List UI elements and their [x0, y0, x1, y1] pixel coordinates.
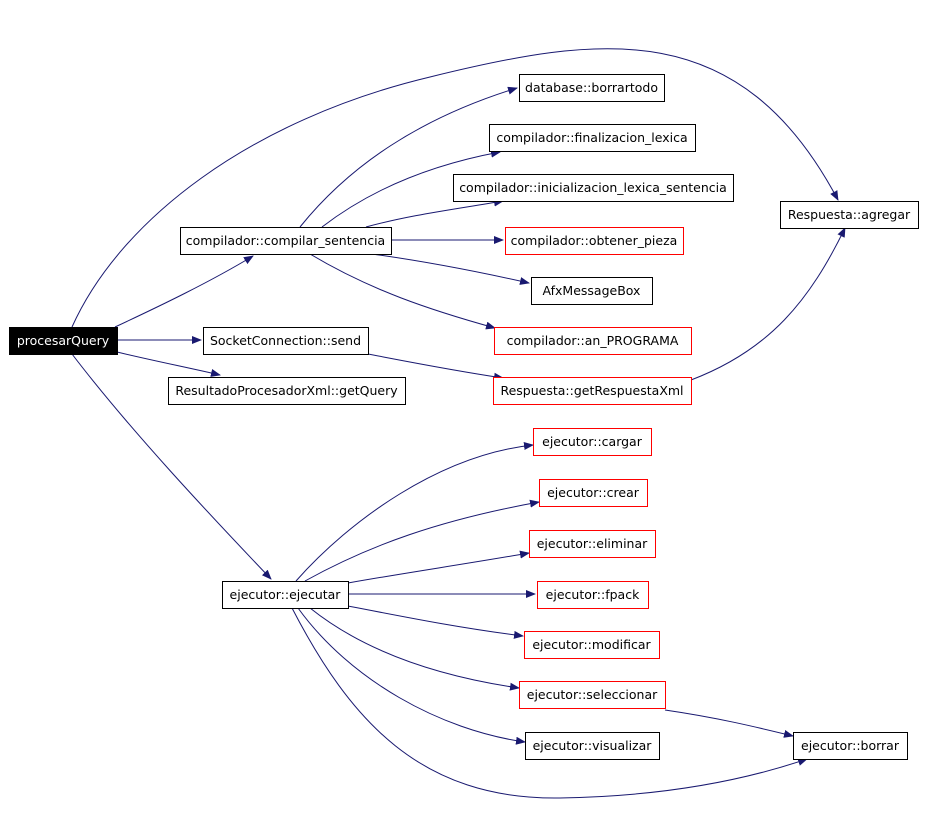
node-box	[453, 174, 734, 202]
node-seleccionar[interactable]: ejecutor::seleccionar	[519, 681, 666, 709]
node-label: compilador::inicializacion_lexica_senten…	[459, 180, 727, 195]
node-getQuery[interactable]: ResultadoProcesadorXml::getQuery	[168, 377, 406, 405]
node-compilar_sentencia[interactable]: compilador::compilar_sentencia	[180, 227, 392, 255]
node-box	[9, 327, 118, 355]
node-label: compilador::an_PROGRAMA	[507, 333, 679, 348]
edge-ejecutar-to-seleccionar	[309, 607, 520, 691]
node-crear[interactable]: ejecutor::crear	[539, 479, 648, 507]
node-label: ejecutor::eliminar	[537, 536, 648, 551]
edge-ejecutar-to-crear	[304, 499, 540, 582]
edge-ejecutar-to-modificar	[347, 605, 524, 639]
node-visualizar[interactable]: ejecutor::visualizar	[525, 732, 660, 760]
node-box	[525, 732, 660, 760]
node-box	[537, 581, 649, 609]
node-box	[168, 377, 406, 405]
node-label: SocketConnection::send	[210, 333, 361, 348]
edge-procesarQuery-to-agregar	[71, 48, 839, 328]
node-label: ejecutor::modificar	[532, 637, 651, 652]
node-label: ResultadoProcesadorXml::getQuery	[175, 383, 398, 398]
node-box	[180, 227, 392, 255]
node-borrar[interactable]: ejecutor::borrar	[793, 732, 908, 760]
edge-ejecutar-to-borrar	[291, 607, 808, 799]
node-label: ejecutor::crear	[547, 485, 640, 500]
edge-seleccionar-to-borrar	[664, 709, 794, 738]
edge-compilar_sentencia-to-borrartodo	[299, 86, 518, 228]
node-label: Respuesta::agregar	[788, 207, 911, 222]
edge-ejecutar-to-visualizar	[297, 607, 526, 745]
node-label: compilador::obtener_pieza	[511, 233, 678, 248]
node-label: ejecutor::seleccionar	[527, 687, 658, 702]
node-box	[494, 327, 692, 355]
node-box	[780, 201, 919, 229]
node-inicializacion_lexica[interactable]: compilador::inicializacion_lexica_senten…	[453, 174, 734, 202]
edge-ejecutar-to-eliminar	[347, 550, 530, 584]
node-box	[531, 277, 653, 305]
edge-send-to-getRespuestaXml	[367, 353, 504, 381]
node-label: compilador::finalizacion_lexica	[496, 130, 687, 145]
node-label: ejecutor::ejecutar	[230, 587, 342, 602]
node-box	[493, 377, 692, 405]
nodes-layer: procesarQuery compilador::compilar_senten…	[9, 74, 919, 760]
node-fpack[interactable]: ejecutor::fpack	[537, 581, 649, 609]
node-obtener_pieza[interactable]: compilador::obtener_pieza	[505, 227, 684, 255]
node-box	[793, 732, 908, 760]
node-box	[489, 124, 696, 152]
node-box	[505, 227, 684, 255]
node-finalizacion_lexica[interactable]: compilador::finalizacion_lexica	[489, 124, 696, 152]
node-label: ejecutor::visualizar	[533, 738, 653, 753]
node-box	[529, 530, 656, 558]
node-box	[519, 681, 666, 709]
edge-compilar_sentencia-to-an_PROGRAMA	[309, 253, 496, 330]
node-label: Respuesta::getRespuestaXml	[500, 383, 683, 398]
node-modificar[interactable]: ejecutor::modificar	[524, 631, 660, 659]
node-procesarQuery[interactable]: procesarQuery	[9, 327, 118, 355]
node-box	[533, 428, 652, 456]
node-label: procesarQuery	[17, 333, 110, 348]
edge-compilar_sentencia-to-finalizacion_lexica	[321, 149, 501, 228]
edge-procesarQuery-to-ejecutar	[71, 353, 272, 580]
edges-layer	[71, 48, 846, 799]
node-agregar[interactable]: Respuesta::agregar	[780, 201, 919, 229]
node-label: ejecutor::borrar	[801, 738, 900, 753]
node-borrartodo[interactable]: database::borrartodo	[519, 74, 665, 102]
edge-compilar_sentencia-to-inicializacion_lexica	[365, 198, 504, 228]
edge-procesarQuery-to-getQuery	[116, 351, 221, 377]
node-ejecutar[interactable]: ejecutor::ejecutar	[222, 581, 349, 609]
node-box	[222, 581, 349, 609]
edge-getRespuestaXml-to-agregar	[690, 227, 846, 381]
node-box	[519, 74, 665, 102]
node-getRespuestaXml[interactable]: Respuesta::getRespuestaXml	[493, 377, 692, 405]
node-box	[539, 479, 648, 507]
edge-compilar_sentencia-to-AfxMessageBox	[371, 253, 530, 285]
node-label: compilador::compilar_sentencia	[186, 233, 385, 248]
node-send[interactable]: SocketConnection::send	[203, 327, 369, 355]
node-AfxMessageBox[interactable]: AfxMessageBox	[531, 277, 653, 305]
node-cargar[interactable]: ejecutor::cargar	[533, 428, 652, 456]
node-label: ejecutor::fpack	[546, 587, 640, 602]
node-box	[524, 631, 660, 659]
node-label: AfxMessageBox	[543, 283, 641, 298]
node-an_PROGRAMA[interactable]: compilador::an_PROGRAMA	[494, 327, 692, 355]
edge-procesarQuery-to-compilar_sentencia	[114, 255, 254, 328]
node-label: database::borrartodo	[525, 80, 658, 95]
node-eliminar[interactable]: ejecutor::eliminar	[529, 530, 656, 558]
node-label: ejecutor::cargar	[542, 434, 643, 449]
edge-ejecutar-to-cargar	[295, 441, 534, 582]
node-box	[203, 327, 369, 355]
